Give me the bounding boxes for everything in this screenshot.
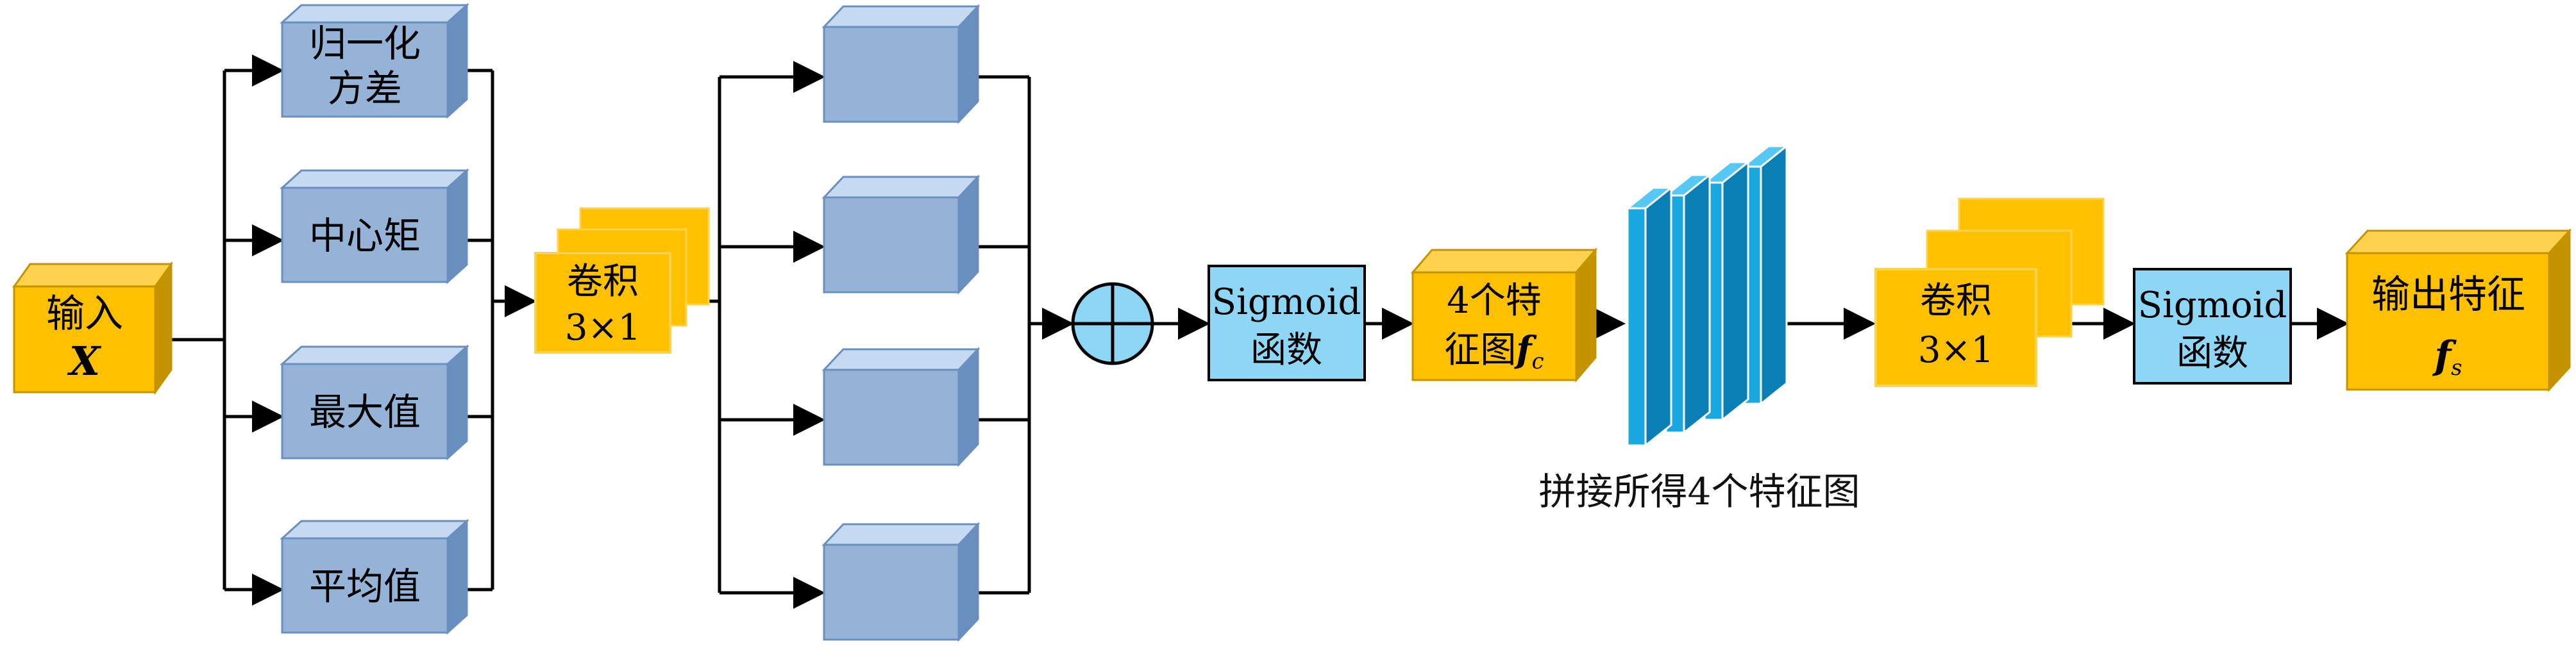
stat-label-line1: 最大值 <box>309 390 421 434</box>
sigmoid1-block: Sigmoid 函数 <box>1208 265 1366 381</box>
stat-label-line1: 平均值 <box>309 565 421 608</box>
input-block: 输入 X <box>12 261 173 395</box>
input-label: 输入 <box>46 292 123 336</box>
stat-block-mean: 平均值 <box>280 518 469 635</box>
branch-box-1 <box>821 4 981 124</box>
branch-box-2 <box>821 174 981 295</box>
sigmoid2-block: Sigmoid 函数 <box>2133 268 2292 385</box>
output-block: 输出特征 fs <box>2344 228 2572 392</box>
output-label-line1: 输出特征 <box>2371 272 2525 317</box>
sigmoid2-label-line1: Sigmoid <box>2138 285 2287 326</box>
sigmoid1-label-line1: Sigmoid <box>1212 281 1361 323</box>
feature-maps-block: 4个特 征图fc <box>1410 247 1598 383</box>
concat-feature-maps <box>1624 144 1790 448</box>
stat-label-line2: 方差 <box>328 67 402 110</box>
conv1-label-line1: 卷积 <box>567 261 639 302</box>
stat-label-line1: 中心矩 <box>309 214 421 258</box>
branch-box-3 <box>821 347 981 467</box>
sum-node <box>1071 282 1154 365</box>
stat-label-line1: 归一化 <box>309 22 421 65</box>
conv2-label-line1: 卷积 <box>1920 280 1992 322</box>
concat-feature-slab <box>1624 185 1674 448</box>
concat-feature-slab <box>1701 160 1751 422</box>
sigmoid1-label-line2: 函数 <box>1250 329 1322 371</box>
features-label-line2: 征图fc <box>1444 329 1544 374</box>
concat-feature-slab <box>1663 172 1713 435</box>
stat-block-norm-variance: 归一化 方差 <box>280 3 469 119</box>
branch-box-4 <box>821 522 981 642</box>
conv1-label-line2: 3×1 <box>565 307 641 349</box>
stat-block-central-moment: 中心矩 <box>280 168 469 285</box>
features-label-line1: 4个特 <box>1447 280 1542 322</box>
conv2-label-line2: 3×1 <box>1918 329 1994 371</box>
concat-caption: 拼接所得4个特征图 <box>1538 470 1860 513</box>
stat-block-max: 最大值 <box>280 344 469 461</box>
concat-feature-slab <box>1740 144 1790 406</box>
sigmoid2-label-line2: 函数 <box>2176 333 2248 374</box>
conv2-block: 卷积 3×1 <box>1874 197 2105 387</box>
input-symbol: X <box>67 338 102 385</box>
conv1-block: 卷积 3×1 <box>534 207 710 354</box>
